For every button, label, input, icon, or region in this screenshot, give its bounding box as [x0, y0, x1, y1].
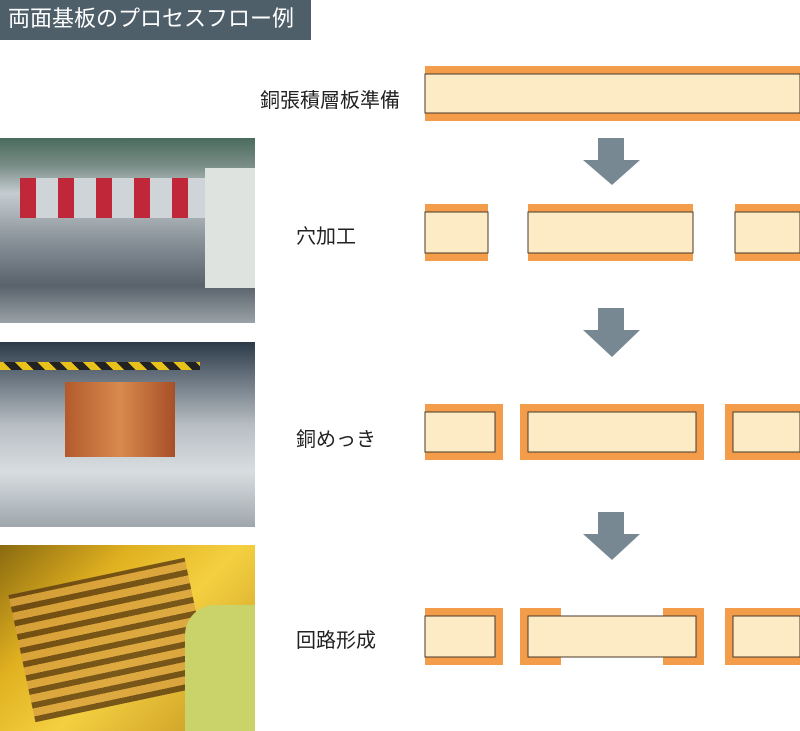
circuit-panel-photo	[0, 545, 255, 731]
core-layer	[424, 211, 489, 254]
core-layer	[424, 73, 800, 114]
control-panel	[205, 168, 255, 288]
drill-heads	[20, 178, 210, 218]
stage-circuit	[424, 608, 800, 665]
arrow-down-icon	[583, 308, 640, 357]
core-layer	[527, 615, 697, 658]
worker-arm	[185, 605, 255, 731]
core-layer	[732, 411, 800, 453]
stage-plated	[424, 404, 800, 460]
arrow-down-icon	[583, 138, 640, 185]
core-layer	[527, 211, 694, 254]
core-layer	[734, 211, 800, 254]
core-layer	[424, 411, 496, 453]
step-label-drilling: 穴加工	[296, 224, 356, 248]
step-label-circuit: 回路形成	[296, 628, 376, 652]
stage-drilled	[424, 204, 800, 261]
hazard-stripe	[0, 362, 200, 370]
step-label-plating: 銅めっき	[296, 427, 376, 451]
plating-line-photo	[0, 342, 255, 527]
core-layer	[732, 615, 800, 658]
copper-panels	[65, 382, 175, 457]
page-title: 両面基板のプロセスフロー例	[0, 0, 311, 40]
core-layer	[424, 615, 496, 658]
drilling-machine-photo	[0, 138, 255, 323]
stage-laminate	[424, 66, 800, 121]
core-layer	[527, 411, 697, 453]
step-label-laminate: 銅張積層板準備	[260, 88, 400, 112]
arrow-down-icon	[583, 512, 640, 560]
